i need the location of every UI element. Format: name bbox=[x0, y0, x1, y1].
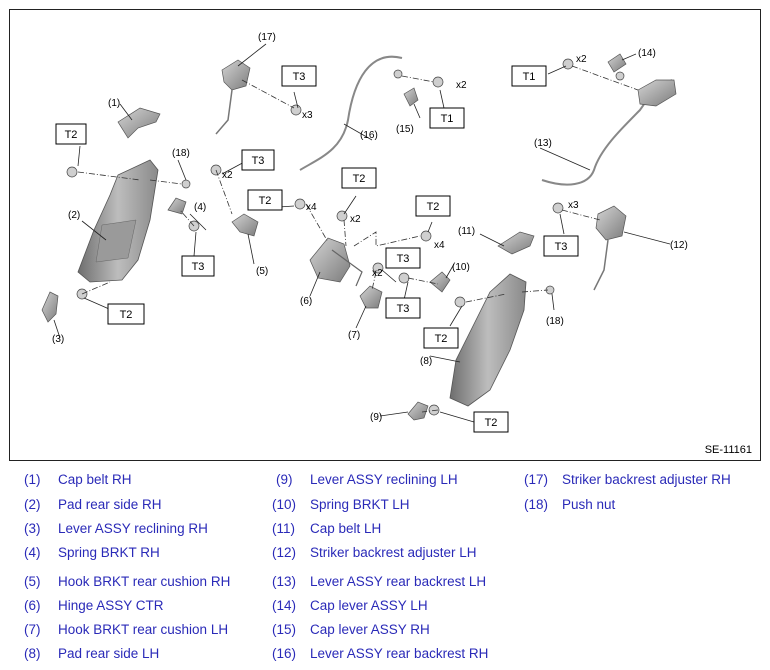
torque-box-12: T3 bbox=[397, 303, 410, 315]
legend-item-2: (2)Pad rear side RH bbox=[24, 497, 162, 512]
legend-item-15: (15)Cap lever ASSY RH bbox=[272, 622, 430, 637]
multiplier-x3-17: x3 bbox=[302, 110, 313, 121]
legend-item-7: (7)Hook BRKT rear cushion LH bbox=[24, 622, 229, 637]
hinge-assy-ctr-part bbox=[309, 237, 351, 283]
diagram-canvas: (1) (2) (3) (4) (5) (6) (7) (8) (9) (10)… bbox=[41, 32, 688, 433]
callout-14: (14) bbox=[638, 48, 656, 59]
torque-box-1: T2 bbox=[65, 129, 78, 141]
callout-9: (9) bbox=[370, 412, 382, 423]
callout-6: (6) bbox=[300, 296, 312, 307]
multiplier-x4-6b: x4 bbox=[434, 240, 445, 251]
lever-reclining-lh-part bbox=[407, 401, 429, 421]
cap-lever-lh-part bbox=[607, 53, 627, 73]
hook-brkt-rh-part bbox=[231, 213, 259, 237]
callout-10: (10) bbox=[452, 262, 470, 273]
callout-12: (12) bbox=[670, 240, 688, 251]
torque-box-13: T3 bbox=[555, 241, 568, 253]
multiplier-x2-7: x2 bbox=[372, 268, 383, 279]
callout-13: (13) bbox=[534, 138, 552, 149]
legend-item-12: (12)Striker backrest adjuster LH bbox=[272, 545, 477, 560]
callout-4: (4) bbox=[194, 202, 206, 213]
torque-box-5: T2 bbox=[259, 195, 272, 207]
legend-item-17: (17)Striker backrest adjuster RH bbox=[524, 472, 731, 487]
cap-lever-rh-part bbox=[403, 87, 419, 107]
lever-rear-backrest-rh-part bbox=[299, 55, 403, 171]
torque-box-9: T2 bbox=[353, 173, 366, 185]
legend-item-8: (8)Pad rear side LH bbox=[24, 646, 160, 661]
multiplier-x2-14: x2 bbox=[576, 54, 587, 65]
callout-2: (2) bbox=[68, 210, 80, 221]
torque-box-6: T3 bbox=[293, 71, 306, 83]
torque-box-8: T1 bbox=[523, 71, 536, 83]
multiplier-x4-6a: x4 bbox=[306, 202, 317, 213]
legend-item-13: (13)Lever ASSY rear backrest LH bbox=[272, 574, 487, 589]
legend-item-4: (4)Spring BRKT RH bbox=[24, 545, 160, 560]
torque-box-10: T2 bbox=[427, 201, 440, 213]
striker-adjuster-lh-part bbox=[595, 205, 627, 241]
spring-brkt-lh-part bbox=[429, 271, 451, 293]
legend-item-11: (11)Cap belt LH bbox=[272, 521, 382, 536]
torque-box-15: T2 bbox=[485, 417, 498, 429]
callout-11: (11) bbox=[458, 226, 475, 237]
lever-rear-backrest-lh-part bbox=[541, 79, 673, 186]
torque-box-2: T2 bbox=[120, 309, 133, 321]
torque-box-11: T3 bbox=[397, 253, 410, 265]
torque-box-3: T3 bbox=[252, 155, 265, 167]
legend-item-5: (5)Hook BRKT rear cushion RH bbox=[24, 574, 231, 589]
legend-item-9: (9)Lever ASSY reclining LH bbox=[276, 472, 458, 487]
callout-18a: (18) bbox=[172, 148, 190, 159]
callout-18b: (18) bbox=[546, 316, 564, 327]
callout-7: (7) bbox=[348, 330, 360, 341]
exploded-parts-diagram: (1) (2) (3) (4) (5) (6) (7) (8) (9) (10)… bbox=[9, 9, 761, 461]
pad-rear-side-lh-part bbox=[449, 273, 527, 407]
legend-item-3: (3)Lever ASSY reclining RH bbox=[24, 521, 208, 536]
cap-belt-lh-part bbox=[497, 231, 535, 255]
callout-5: (5) bbox=[256, 266, 268, 277]
multiplier-x2-5: x2 bbox=[222, 170, 233, 181]
spring-brkt-rh-part bbox=[167, 197, 187, 215]
callout-15: (15) bbox=[396, 124, 414, 135]
callout-8: (8) bbox=[420, 356, 432, 367]
multiplier-x3-12: x3 bbox=[568, 200, 579, 211]
torque-box-4: T3 bbox=[192, 261, 205, 273]
striker-adjuster-rh-part bbox=[221, 59, 251, 91]
legend-item-1: (1)Cap belt RH bbox=[24, 472, 132, 487]
multiplier-x2-6: x2 bbox=[350, 214, 361, 225]
multiplier-x2-15: x2 bbox=[456, 80, 467, 91]
torque-box-7: T1 bbox=[441, 113, 454, 125]
torque-box-14: T2 bbox=[435, 333, 448, 345]
callout-17: (17) bbox=[258, 32, 276, 43]
callout-3: (3) bbox=[52, 334, 64, 345]
figure-id: SE-11161 bbox=[704, 444, 752, 456]
cap-belt-rh-part bbox=[117, 107, 161, 139]
pad-rear-side-rh-part bbox=[77, 159, 159, 283]
legend-item-14: (14)Cap lever ASSY LH bbox=[272, 598, 428, 613]
legend-item-10: (10)Spring BRKT LH bbox=[272, 497, 410, 512]
lever-reclining-rh-part bbox=[41, 291, 59, 323]
callout-16: (16) bbox=[360, 130, 378, 141]
legend-item-6: (6)Hinge ASSY CTR bbox=[24, 598, 164, 613]
hook-brkt-lh-part bbox=[359, 285, 383, 309]
legend-item-16: (16)Lever ASSY rear backrest RH bbox=[272, 646, 489, 661]
legend-item-18: (18)Push nut bbox=[524, 497, 616, 512]
callout-1: (1) bbox=[108, 98, 120, 109]
